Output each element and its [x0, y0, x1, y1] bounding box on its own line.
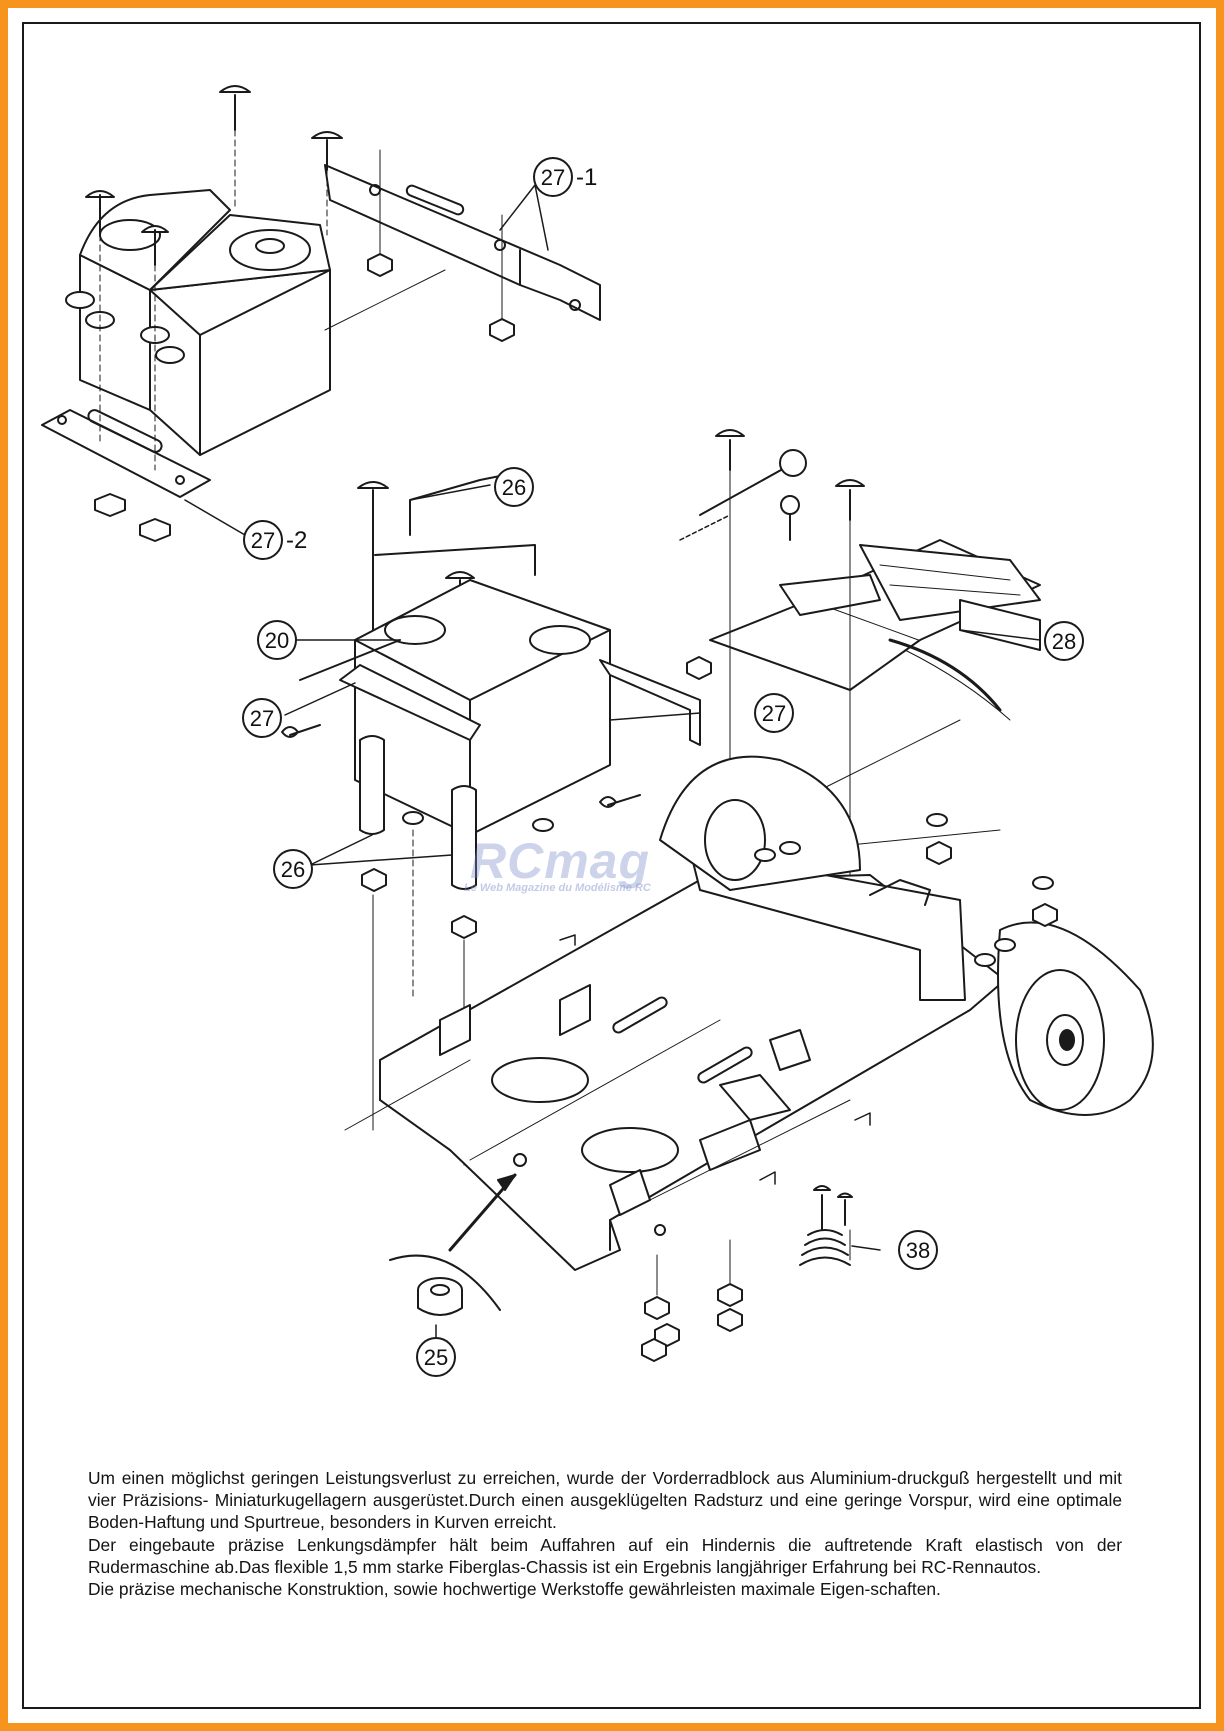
bottom-parts — [389, 1173, 853, 1362]
watermark-tagline: Le Web Magazine du Modélisme RC — [464, 882, 651, 894]
callout-26-bottom: 26 — [273, 849, 313, 889]
callout-38-label: 38 — [906, 1238, 930, 1263]
callout-28-label: 28 — [1052, 629, 1076, 654]
callout-27-2-suffix: -2 — [286, 527, 307, 554]
front-wheels — [659, 755, 1154, 1116]
chassis-plate — [344, 719, 1006, 1271]
callout-26-top: 26 — [494, 467, 534, 507]
watermark-logo: RCmag — [470, 833, 651, 889]
callout-38: 38 — [898, 1230, 938, 1270]
callout-27-1-label: 27 — [541, 165, 565, 190]
servo-assembly-exploded — [41, 85, 601, 542]
callout-26-top-label: 26 — [502, 475, 526, 500]
callout-26-bottom-label: 26 — [281, 857, 305, 882]
callout-27-1-suffix: -1 — [576, 164, 597, 191]
callout-27-left-label: 27 — [250, 706, 274, 731]
callout-27-1: 27 -1 — [533, 157, 597, 197]
callout-27-2-label: 27 — [251, 528, 275, 553]
callout-20: 20 — [257, 620, 297, 660]
callout-27-right: 27 — [754, 693, 794, 733]
description-paragraph-1: Um einen möglichst geringen Leistungsver… — [88, 1468, 1122, 1533]
description-paragraph-3: Die präzise mechanische Konstruktion, so… — [88, 1579, 941, 1600]
description-paragraph-2: Der eingebaute präzise Lenkungsdämpfer h… — [88, 1534, 1122, 1577]
servo-stack — [281, 474, 701, 1166]
callout-27-2: 27 -2 — [243, 520, 307, 560]
callout-25-label: 25 — [424, 1345, 448, 1370]
callout-20-label: 20 — [265, 628, 289, 653]
callout-leaders — [184, 184, 1041, 1349]
callout-25: 25 — [416, 1337, 456, 1377]
inner-border — [22, 22, 1201, 1709]
callout-27-left: 27 — [242, 698, 282, 738]
description-text: Um einen möglichst geringen Leistungsver… — [88, 1467, 1122, 1600]
callout-27-right-label: 27 — [762, 701, 786, 726]
watermark: RCmag Le Web Magazine du Modélisme RC — [464, 832, 740, 894]
callout-28: 28 — [1044, 621, 1084, 661]
